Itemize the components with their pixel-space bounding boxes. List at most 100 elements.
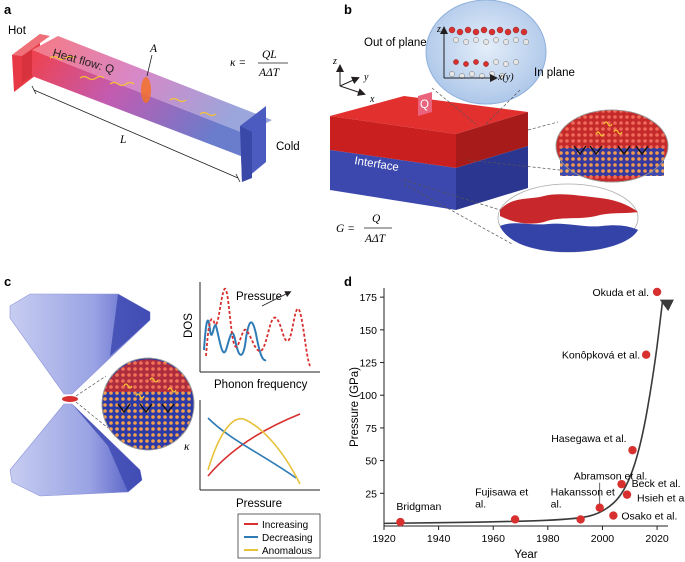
panel-b: b z y x Interface Q G = Q AΔT <box>330 0 669 253</box>
data-point <box>622 490 632 499</box>
legend-label-increasing: Increasing <box>262 520 308 531</box>
top-layer-front <box>330 116 456 168</box>
heat-flow-wiggle <box>49 55 75 61</box>
data-point <box>576 515 585 524</box>
data-point <box>510 515 520 524</box>
bottom-layer-front <box>330 150 456 210</box>
lattice-phonon-arrows <box>117 403 175 414</box>
compressed-lattice-outline <box>101 357 195 451</box>
kappa-x-label: Pressure <box>236 498 282 510</box>
leader-line <box>75 375 107 397</box>
heat-flow-wiggle <box>79 75 105 81</box>
data-point <box>628 445 637 455</box>
panel-d-label: d <box>344 274 352 289</box>
bottom-layer-side <box>456 146 528 210</box>
y-axis-title: Pressure (GPa) <box>349 367 361 447</box>
heat-bar-side <box>22 50 32 82</box>
g-formula-lhs: G = <box>336 223 355 235</box>
length-symbol: L <box>119 134 126 146</box>
kappa-curve-increasing <box>207 413 301 477</box>
dos-curve-ambient <box>203 319 267 362</box>
leader-line <box>431 87 477 125</box>
cold-end-cap-front <box>240 126 252 182</box>
inset-axis-z-label: z <box>436 24 441 35</box>
axis-y-label: y <box>363 72 369 83</box>
hot-label: Hot <box>8 25 27 37</box>
g-formula-numerator: Q <box>372 213 381 225</box>
length-tick <box>31 85 37 95</box>
trend-curve <box>383 297 668 525</box>
data-point-label: Osako et al. <box>621 511 677 523</box>
lattice-atoms-grey <box>449 37 529 79</box>
length-dimension-line <box>33 89 239 179</box>
inset-axis-xy-label: x(y) <box>497 72 514 83</box>
data-point-label: Hasegawa et al. <box>551 433 626 445</box>
interface-phonon-inset-outline <box>555 109 669 183</box>
diamond-anvil-upper-facet <box>110 294 150 356</box>
leader-line <box>467 159 561 171</box>
x-tick-label: 1920 <box>372 533 396 545</box>
area-leader-line <box>146 54 153 77</box>
trend-curve-group <box>383 297 668 525</box>
panel-a: a Hot Cold A Heat flow: Q L κ = QL AΔT <box>4 2 300 183</box>
data-point <box>595 503 604 512</box>
data-point <box>652 287 662 297</box>
compressed-lattice-red-top <box>104 359 192 392</box>
y-tick-label: 175 <box>359 292 377 304</box>
length-tick <box>235 173 241 183</box>
legend: Increasing Decreasing Anomalous <box>237 513 321 559</box>
y-tick-label: 75 <box>365 423 377 435</box>
heat-flow-wiggle <box>199 111 217 117</box>
x-axis-title: Year <box>514 549 537 561</box>
data-point <box>617 479 626 489</box>
heat-flow-wiggle <box>169 97 187 103</box>
axis-z-label: z <box>332 56 337 67</box>
kappa-curve-decreasing <box>207 417 297 479</box>
y-tick-label: 125 <box>359 358 377 370</box>
axis-x-label: x <box>369 94 375 105</box>
data-point-label: Hsieh et al. <box>637 493 685 505</box>
cold-label: Cold <box>276 141 300 153</box>
data-point-label: Okuda et al. <box>592 287 649 299</box>
heat-bar-top <box>32 36 272 134</box>
x-tick-label: 2000 <box>591 533 615 545</box>
pressure-shift-arrow <box>261 291 292 307</box>
interface-phonon-arrows <box>573 145 649 156</box>
panel-c-label: c <box>4 274 11 289</box>
x-tick-label: 1980 <box>536 533 560 545</box>
dos-plot: DOS Phonon frequency Pressure <box>183 282 320 391</box>
leader-line <box>403 183 513 245</box>
data-point <box>396 517 405 527</box>
panel-a-label: a <box>4 2 12 17</box>
heat-flow-wiggle <box>109 81 135 87</box>
hot-end-cap-top <box>12 34 50 56</box>
dos-curve-pressurized <box>205 287 311 367</box>
kappa-formula-denominator: AΔT <box>258 67 281 79</box>
y-tick-label: 50 <box>365 456 377 468</box>
panel-c: c DOS Phonon frequency Pressure <box>4 274 321 559</box>
interface-phonon-inset-lower <box>560 148 664 176</box>
sample-gasket <box>62 396 78 402</box>
x-tick-label: 1940 <box>427 533 451 545</box>
kappa-curve-anomalous <box>207 418 301 485</box>
data-point <box>609 511 618 520</box>
leader-line <box>403 179 501 211</box>
y-tick-label: 150 <box>359 325 377 337</box>
data-point-label: Beck et al. <box>632 478 681 490</box>
leader-line <box>485 89 521 125</box>
dos-x-label: Phonon frequency <box>214 379 308 391</box>
top-layer-side <box>456 112 528 168</box>
kappa-y-label: κ <box>184 441 190 453</box>
leader-line <box>75 401 109 429</box>
x-tick-label: 2020 <box>645 533 669 545</box>
interface-phonon-wiggles <box>595 121 623 137</box>
panel-b-label: b <box>344 2 352 17</box>
in-plane-label: In plane <box>534 67 575 79</box>
dos-y-label: DOS <box>183 313 195 338</box>
data-points <box>396 287 662 527</box>
legend-label-decreasing: Decreasing <box>262 533 313 544</box>
kappa-formula-numerator: QL <box>262 49 277 61</box>
lattice-atoms-red <box>448 26 528 67</box>
